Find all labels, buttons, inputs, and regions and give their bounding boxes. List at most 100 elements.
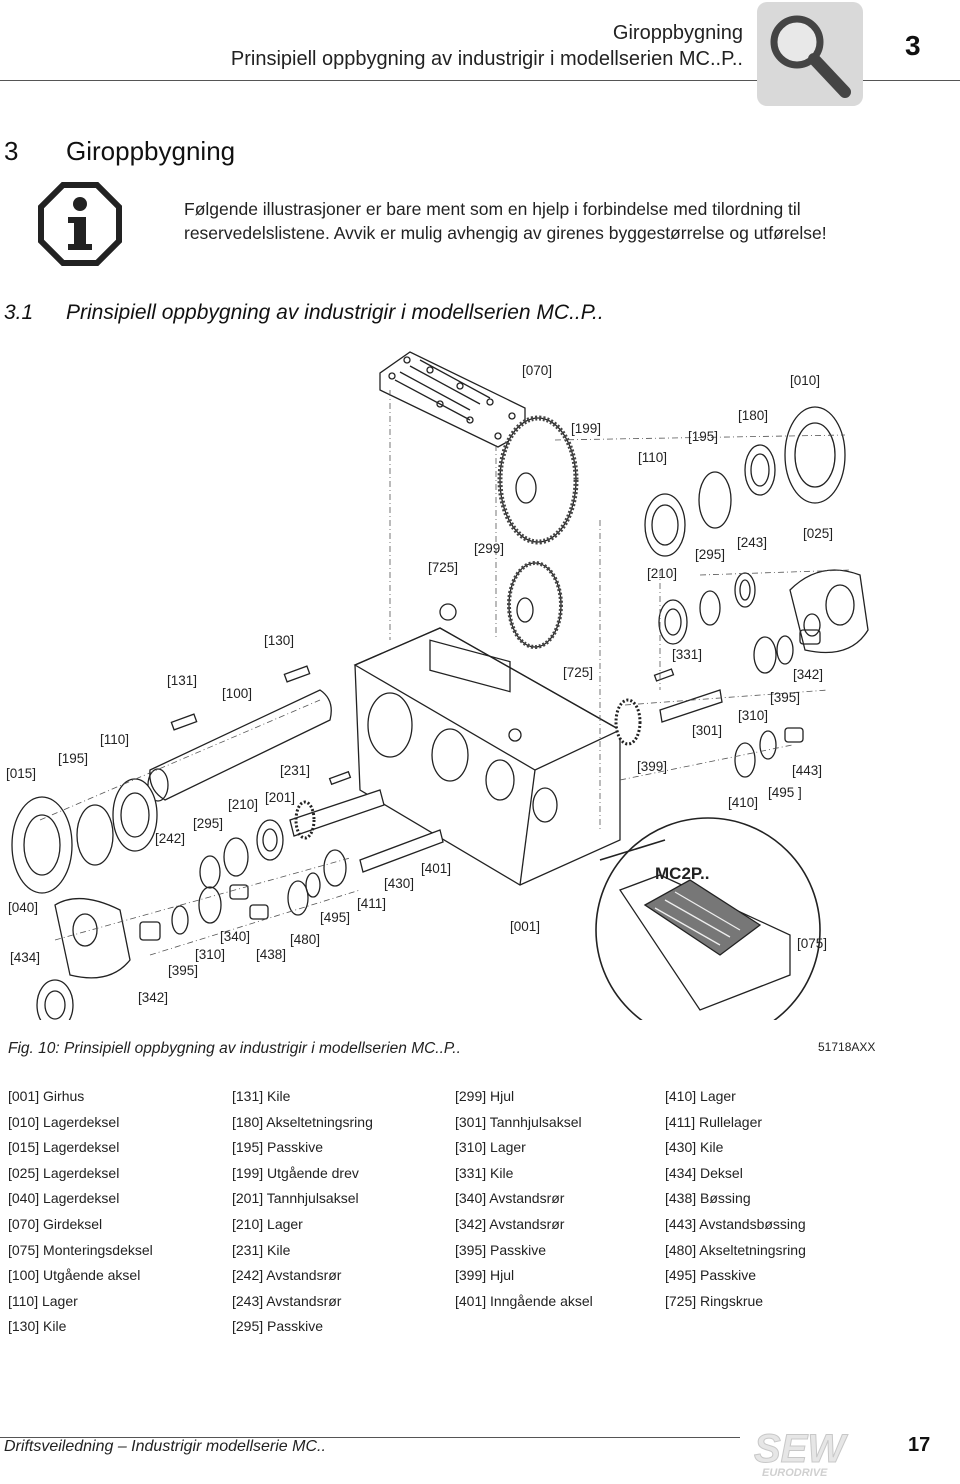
legend-column: [131] Kile [180] Akseltetningsring [195]… <box>232 1084 373 1340</box>
callout-label: [295] <box>193 816 223 831</box>
legend-item: [195] Passkive <box>232 1139 324 1156</box>
legend-item: [434] Deksel <box>665 1164 743 1181</box>
header-rule-right <box>863 80 960 81</box>
legend-item: [010] Lagerdeksel <box>8 1113 120 1130</box>
exploded-view-figure: [070] [010] [199] [180] [195] [110] [025… <box>0 340 960 1043</box>
callout-label: [495 ] <box>768 785 802 800</box>
legend-item: [130] Kile <box>8 1318 67 1335</box>
callout-label: [310] <box>195 947 225 962</box>
callout-label: [070] <box>522 363 552 378</box>
legend-item: [180] Akseltetningsring <box>232 1113 373 1130</box>
legend-item: [725] Ringskrue <box>665 1292 764 1309</box>
callout-label: [110] <box>638 450 667 465</box>
legend-item: [001] Girhus <box>8 1088 85 1104</box>
callout-label: [025] <box>803 526 833 541</box>
callout-label: [331] <box>672 647 702 662</box>
callout-label: [430] <box>384 876 414 891</box>
legend-item: [295] Passkive <box>232 1318 324 1335</box>
legend-item: [401] Inngående aksel <box>455 1292 593 1309</box>
bearing-cover-040-part <box>54 897 131 979</box>
info-icon <box>38 182 122 266</box>
legend-item: [231] Kile <box>232 1241 291 1258</box>
callout-label: [399] <box>637 759 667 774</box>
callout-label: [210] <box>228 797 258 812</box>
legend-item: [331] Kile <box>455 1164 514 1181</box>
subsection-title: Prinsipiell oppbygning av industrigir i … <box>66 301 604 324</box>
legend-item: [100] Utgående aksel <box>8 1267 141 1284</box>
magnifier-icon <box>757 2 863 106</box>
callout-label: [131] <box>167 673 197 688</box>
legend-item: [443] Avstandsbøssing <box>665 1215 806 1232</box>
figure-caption: Fig. 10: Prinsipiell oppbygning av indus… <box>8 1040 461 1057</box>
gear-cover-part <box>379 351 526 448</box>
callout-label: [434] <box>10 950 40 965</box>
callout-label: [438] <box>256 947 286 962</box>
logo-subtext: EURODRIVE <box>762 1467 828 1479</box>
callout-label: [210] <box>647 566 677 581</box>
callout-label: [395] <box>770 690 800 705</box>
legend-item: [210] Lager <box>232 1215 303 1232</box>
detail-view-part <box>595 817 821 1043</box>
callout-label: [100] <box>222 686 252 701</box>
running-header-title: Giroppbygning <box>612 22 743 44</box>
callout-label: [342] <box>138 990 168 1005</box>
legend-column: [001] Girhus [010] Lagerdeksel [015] Lag… <box>8 1084 153 1340</box>
legend-item: [199] Utgående drev <box>232 1164 359 1181</box>
bearing-cover-025-part <box>789 569 869 654</box>
legend-item: [243] Avstandsrør <box>232 1292 342 1309</box>
callout-label: [395] <box>168 963 198 978</box>
callout-label: [480] <box>290 932 320 947</box>
output-gear-part <box>497 415 579 545</box>
callout-label: [231] <box>280 763 310 778</box>
callout-label: [040] <box>8 900 38 915</box>
legend-item: [131] Kile <box>232 1088 291 1104</box>
legend-column: [410] Lager [411] Rullelager [430] Kile … <box>665 1084 806 1314</box>
callout-label: [401] <box>421 861 451 876</box>
callout-label: [310] <box>738 708 768 723</box>
callout-label: [410] <box>728 795 758 810</box>
output-shaft-part <box>147 665 332 802</box>
callout-label: [015] <box>6 766 36 781</box>
legend-item: [299] Hjul <box>455 1088 515 1104</box>
legend-column: [299] Hjul [301] Tannhjulsaksel [310] La… <box>455 1084 593 1314</box>
callout-label: [110] <box>100 732 129 747</box>
callout-label: [725] <box>563 665 593 680</box>
callout-label: [299] <box>474 541 504 556</box>
callout-label: [195] <box>58 751 88 766</box>
legend-item: [342] Avstandsrør <box>455 1215 565 1232</box>
legend-item: [242] Avstandsrør <box>232 1267 342 1284</box>
callout-label: [443] <box>792 763 822 778</box>
legend-item: [070] Girdeksel <box>8 1215 103 1232</box>
callout-label: [075] <box>797 936 827 951</box>
legend-item: [495] Passkive <box>665 1267 757 1284</box>
callout-label: [195] <box>688 429 718 444</box>
legend-item: [075] Monteringsdeksel <box>8 1241 153 1258</box>
header-rule <box>0 80 757 81</box>
callout-label: [010] <box>790 373 820 388</box>
callout-label: [411] <box>357 896 386 911</box>
callout-label: [001] <box>510 919 540 934</box>
info-note-text: Følgende illustrasjoner er bare ment som… <box>184 199 827 243</box>
callout-label: [243] <box>737 535 767 550</box>
legend-item: [399] Hjul <box>455 1267 515 1284</box>
legend-item: [480] Akseltetningsring <box>665 1241 806 1258</box>
bearing-cover-015-part <box>11 796 73 894</box>
sew-eurodrive-logo: SEW EURODRIVE <box>748 1424 868 1480</box>
logo-text: SEW <box>754 1427 848 1471</box>
legend-item: [015] Lagerdeksel <box>8 1139 120 1156</box>
legend-item: [340] Avstandsrør <box>455 1190 565 1207</box>
page-number: 17 <box>908 1434 931 1456</box>
legend-item: [025] Lagerdeksel <box>8 1164 120 1181</box>
legend-item: [201] Tannhjulsaksel <box>232 1190 359 1207</box>
callout-label: [199] <box>571 421 601 436</box>
callout-label: [242] <box>155 831 185 846</box>
legend-item: [395] Passkive <box>455 1241 547 1258</box>
detail-view-label: MC2P.. <box>655 864 710 883</box>
footer-rule <box>0 1437 740 1438</box>
running-header-subtitle: Prinsipiell oppbygning av industrigir i … <box>230 48 743 70</box>
legend-item: [040] Lagerdeksel <box>8 1190 120 1207</box>
legend-item: [310] Lager <box>455 1139 526 1156</box>
section-title: Giroppbygning <box>66 136 236 166</box>
